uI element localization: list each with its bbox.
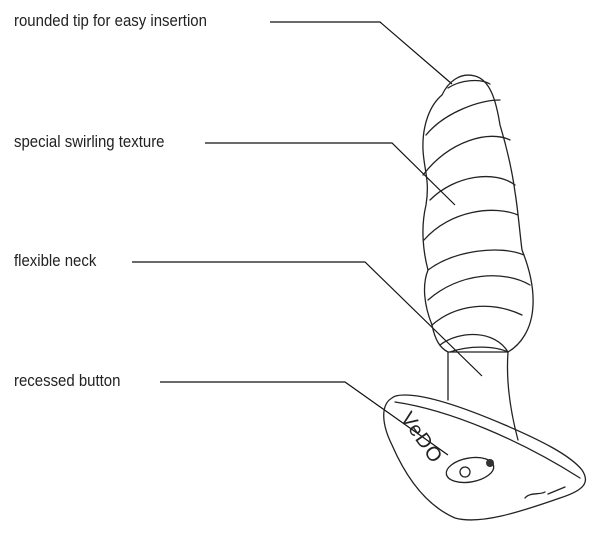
device-neck bbox=[447, 351, 519, 441]
leader-lines bbox=[132, 21, 483, 456]
leader-tip bbox=[270, 21, 453, 85]
label-rounded-tip: rounded tip for easy insertion bbox=[14, 11, 207, 30]
leader-button bbox=[160, 381, 449, 456]
leader-neck bbox=[132, 261, 483, 377]
power-button-icon bbox=[459, 466, 471, 478]
label-flexible-neck: flexible neck bbox=[14, 251, 97, 270]
device-body bbox=[422, 74, 534, 353]
leader-texture bbox=[205, 142, 456, 206]
device-base: VeDO bbox=[383, 394, 587, 521]
label-recessed-button: recessed button bbox=[14, 371, 121, 390]
indicator-light bbox=[486, 459, 494, 467]
label-swirling-texture: special swirling texture bbox=[14, 132, 165, 151]
brand-logo: VeDO bbox=[396, 408, 447, 468]
